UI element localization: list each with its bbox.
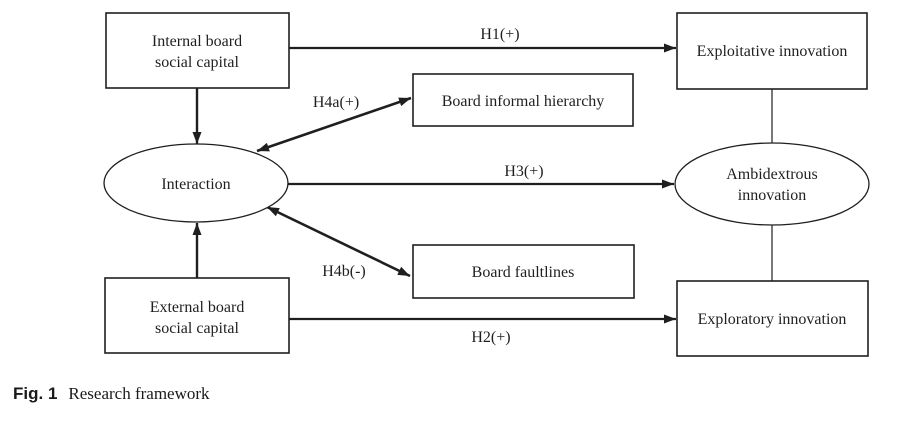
hypothesis-h4b-label: H4b(-) bbox=[322, 263, 366, 280]
hypothesis-h4a-label: H4a(+) bbox=[313, 94, 359, 111]
exploitative-innovation-box bbox=[676, 12, 868, 90]
external-board-label-line2: social capital bbox=[155, 320, 240, 337]
board-informal-hierarchy-label: Board informal hierarchy bbox=[442, 93, 605, 110]
external-board-label-line1: External board bbox=[150, 299, 245, 316]
board-faultlines-label: Board faultlines bbox=[472, 264, 575, 281]
ambidextrous-innovation-ellipse bbox=[674, 142, 870, 226]
external-board-box bbox=[104, 277, 290, 354]
exploitative-innovation-label: Exploitative innovation bbox=[697, 43, 848, 60]
research-framework-diagram: Internal board social capital Exploitati… bbox=[103, 12, 870, 357]
ambidextrous-innovation-label-line1: Ambidextrous bbox=[726, 166, 818, 183]
internal-board-label-line2: social capital bbox=[155, 54, 240, 71]
arrow-h4a-interaction-hierarchy bbox=[256, 96, 412, 153]
figure-caption-title: Research framework bbox=[68, 384, 210, 403]
internal-board-label-line1: Internal board bbox=[152, 33, 242, 50]
arrow-h4b-interaction-faultlines bbox=[266, 205, 411, 278]
interaction-ellipse bbox=[103, 143, 289, 223]
interaction-label: Interaction bbox=[161, 176, 230, 193]
hypothesis-h1-label: H1(+) bbox=[480, 26, 519, 43]
internal-board-box bbox=[105, 12, 290, 89]
hypothesis-h2-label: H2(+) bbox=[471, 329, 510, 346]
hypothesis-h3-label: H3(+) bbox=[504, 163, 543, 180]
figure-caption-label: Fig. 1 bbox=[13, 384, 58, 403]
board-informal-hierarchy-box bbox=[412, 73, 634, 127]
ambidextrous-innovation-label-line2: innovation bbox=[738, 187, 806, 204]
exploratory-innovation-label: Exploratory innovation bbox=[698, 311, 847, 328]
figure-caption: Fig. 1 Research framework bbox=[13, 384, 210, 404]
exploratory-innovation-box bbox=[676, 280, 869, 357]
board-faultlines-box bbox=[412, 244, 635, 299]
